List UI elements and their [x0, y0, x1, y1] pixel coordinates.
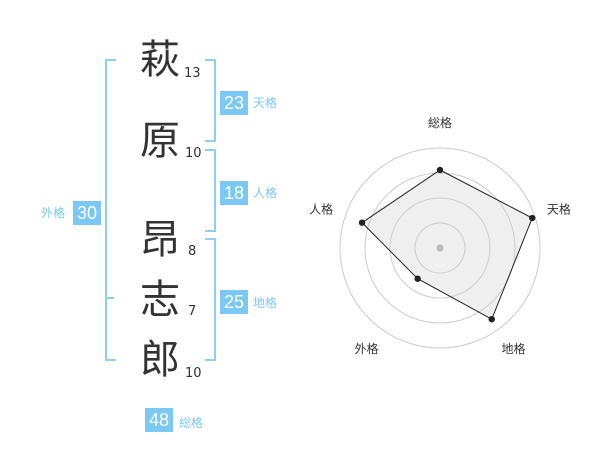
tenkaku-value: 23 [220, 91, 248, 115]
radar-ring-2 [389, 197, 491, 299]
radar-axis-label-5: 人格 [309, 201, 333, 216]
radar-axis-label-3: 地格 [501, 341, 525, 356]
soukaku-value: 48 [145, 408, 173, 432]
name-char-3: 昂 [140, 217, 180, 263]
name-char-1: 萩 [140, 37, 180, 83]
tenkaku-bracket [205, 59, 216, 142]
radar-center-dot [436, 244, 444, 252]
tenkaku-label: 天格 [253, 96, 278, 110]
stroke-count-2: 10 [185, 146, 202, 161]
chikaku-bracket [205, 238, 216, 361]
chikaku-value: 25 [220, 290, 248, 314]
name-char-4: 志 [140, 277, 180, 323]
chikaku-label: 地格 [253, 296, 278, 310]
radar-point-4 [414, 275, 421, 282]
radar-point-5 [358, 219, 366, 226]
soukaku-label: 総格 [179, 416, 204, 430]
radar-axis-label-1: 総格 [428, 115, 452, 130]
stroke-count-4: 7 [188, 304, 197, 319]
jinkaku-value: 18 [220, 181, 248, 205]
stroke-count-5: 10 [185, 366, 202, 381]
radar-axis-label-4: 外格 [355, 341, 379, 356]
stroke-count-3: 8 [188, 244, 197, 259]
radar-point-2 [529, 214, 536, 222]
radar-point-1 [436, 166, 444, 174]
radar-ring-4 [339, 147, 541, 349]
gaikaku-value: 30 [73, 201, 101, 225]
gaikaku-bracket-tick [105, 297, 114, 299]
radar-shape [361, 169, 533, 320]
stroke-count-1: 13 [184, 66, 201, 81]
name-char-2: 原 [140, 118, 180, 164]
gaikaku-label: 外格 [41, 206, 66, 220]
radar-point-3 [488, 315, 495, 323]
jinkaku-label: 人格 [253, 186, 278, 200]
jinkaku-bracket [205, 149, 216, 232]
radar-axis-label-2: 天格 [547, 201, 571, 216]
radar-ring-1 [414, 222, 466, 274]
gaikaku-bracket [105, 59, 116, 361]
name-char-5: 郎 [140, 337, 180, 383]
